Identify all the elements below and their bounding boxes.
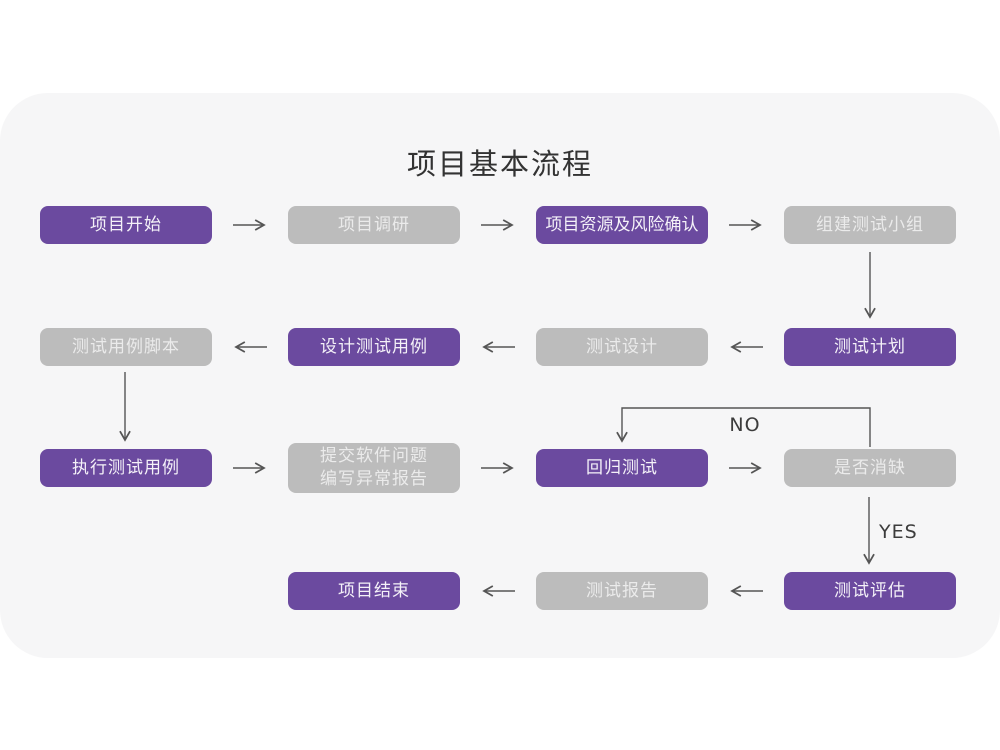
flow-node-test-report: 测试报告 [536,572,708,610]
edge-label-no: NO [729,414,761,436]
flow-node-defect-cleared: 是否消缺 [784,449,956,487]
flow-node-project-end: 项目结束 [288,572,460,610]
page-title: 项目基本流程 [406,147,593,181]
flow-node-project-start: 项目开始 [40,206,212,244]
flow-node-project-research: 项目调研 [288,206,460,244]
flow-node-build-test-team: 组建测试小组 [784,206,956,244]
edge-label-yes: YES [879,521,918,543]
flow-node-submit-issues-report: 提交软件问题 编写异常报告 [288,443,460,493]
flow-node-test-evaluation: 测试评估 [784,572,956,610]
flow-node-design-test-cases: 设计测试用例 [288,328,460,366]
flow-node-regression-test: 回归测试 [536,449,708,487]
flowchart-panel [0,93,1000,658]
flow-node-test-plan: 测试计划 [784,328,956,366]
flow-node-execute-test-cases: 执行测试用例 [40,449,212,487]
flow-node-test-design: 测试设计 [536,328,708,366]
flow-node-resources-risk: 项目资源及风险确认 [536,206,708,244]
flow-node-test-case-script: 测试用例脚本 [40,328,212,366]
